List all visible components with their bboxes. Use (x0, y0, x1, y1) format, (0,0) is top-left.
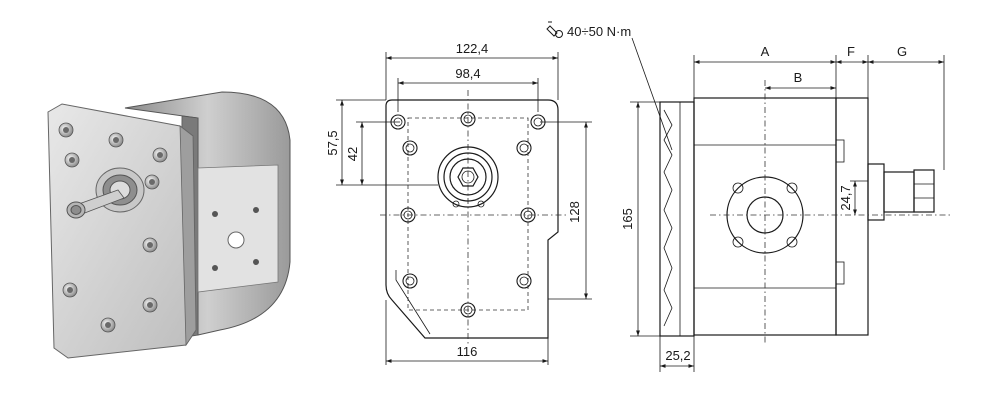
bolt-hole (402, 273, 418, 289)
dim-A: A (761, 44, 770, 59)
dim-128: 128 (567, 201, 582, 223)
bolt-hole (460, 111, 476, 127)
side-port (227, 231, 245, 249)
bolt-hole (400, 207, 416, 223)
dim-122-4: 122,4 (456, 41, 489, 56)
pump-isometric-image (47, 91, 291, 359)
dim-25-2: 25,2 (665, 348, 690, 363)
dim-116: 116 (457, 344, 478, 359)
bolt-hole (460, 302, 476, 318)
bolt-hole (516, 273, 532, 289)
dim-42: 42 (345, 147, 360, 161)
bolt-hole (402, 140, 418, 156)
dim-165: 165 (620, 208, 635, 230)
dim-G: G (897, 44, 907, 59)
torque-annotation: 40÷50 N·m (546, 21, 631, 39)
dim-24-7: 24,7 (838, 185, 853, 210)
dim-F: F (847, 44, 855, 59)
dim-98-4: 98,4 (455, 66, 480, 81)
torque-wrench-icon (546, 21, 563, 38)
bolt-hole (520, 207, 536, 223)
dim-B: B (794, 70, 803, 85)
bolt-hole (516, 140, 532, 156)
torque-value: 40÷50 N·m (567, 24, 631, 39)
side-view: A F G B 165 25,2 24,7 (620, 37, 950, 372)
front-view: 122,4 98,4 116 57,5 42 128 (325, 41, 592, 365)
dim-57-5: 57,5 (325, 130, 340, 155)
